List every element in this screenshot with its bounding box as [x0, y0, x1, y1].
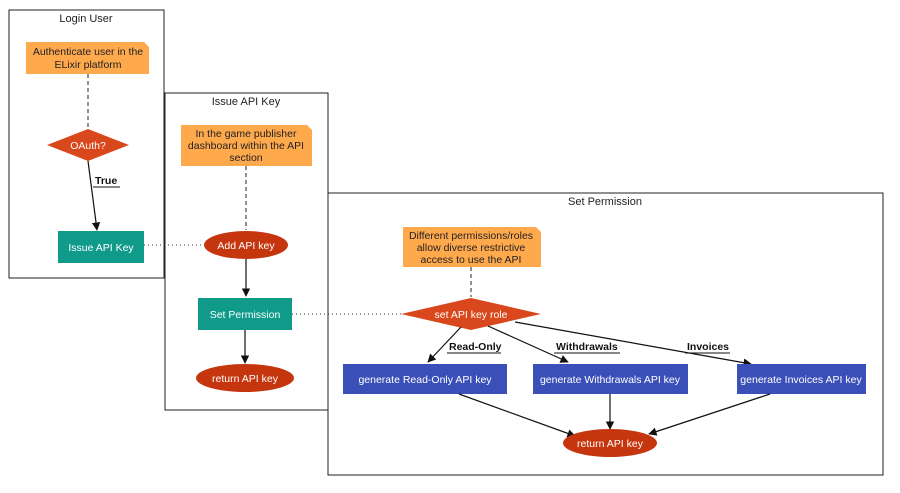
box-generate-readonly-api-key: generate Read-Only API key — [343, 364, 507, 394]
box-set-permission: Set Permission — [198, 298, 292, 330]
box-issue-api-key: Issue API Key — [58, 231, 144, 263]
note-authenticate-line-1: Authenticate user in the — [33, 46, 143, 58]
ellipse-add-api-key-label: Add API key — [217, 240, 275, 252]
box-set-permission-label: Set Permission — [210, 309, 281, 321]
edge-label-readonly: Read-Only — [449, 341, 502, 353]
decision-set-api-key-role-label: set API key role — [435, 309, 508, 321]
ellipse-add-api-key: Add API key — [204, 231, 288, 259]
box-generate-invoices-api-key-label: generate Invoices API key — [740, 374, 862, 386]
ellipse-return-api-key-issue: return API key — [196, 364, 294, 392]
panel-set-permission-title: Set Permission — [568, 196, 642, 208]
note-roles-line-1: Different permissions/roles — [409, 230, 533, 242]
note-dashboard-line-2: dashboard within the API — [188, 140, 304, 152]
note-authenticate: Authenticate user in the ELixir platform — [26, 42, 149, 74]
note-roles: Different permissions/roles allow divers… — [403, 227, 541, 267]
note-authenticate-line-2: ELixir platform — [54, 59, 121, 71]
note-dashboard-line-3: section — [229, 152, 262, 164]
edge-readonly-to-return — [458, 393, 576, 438]
panel-issue-api-key-title: Issue API Key — [212, 96, 281, 108]
box-generate-withdrawals-api-key-label: generate Withdrawals API key — [540, 374, 681, 386]
decision-set-api-key-role: set API key role — [401, 298, 541, 330]
box-generate-withdrawals-api-key: generate Withdrawals API key — [533, 364, 688, 394]
edge-role-readonly — [427, 326, 462, 363]
ellipse-return-api-key-issue-label: return API key — [212, 373, 279, 385]
box-generate-invoices-api-key: generate Invoices API key — [737, 364, 866, 394]
ellipse-return-api-key-permission-label: return API key — [577, 438, 644, 450]
edge-invoices-to-return — [648, 393, 771, 436]
note-dashboard-line-1: In the game publisher — [196, 128, 297, 140]
box-issue-api-key-label: Issue API Key — [68, 242, 134, 254]
panel-login-user-title: Login User — [59, 13, 113, 25]
edge-label-invoices: Invoices — [687, 341, 729, 353]
box-generate-readonly-api-key-label: generate Read-Only API key — [358, 374, 492, 386]
decision-oauth-label: OAuth? — [70, 140, 106, 152]
ellipse-return-api-key-permission: return API key — [563, 429, 657, 457]
edge-role-withdrawals — [487, 325, 569, 363]
note-roles-line-3: access to use the API — [421, 254, 522, 266]
edge-label-withdrawals: Withdrawals — [556, 341, 618, 353]
edge-label-true: True — [95, 175, 117, 187]
edge-oauth-true — [87, 160, 101, 231]
note-roles-line-2: allow diverse restrictive — [417, 242, 526, 254]
decision-oauth: OAuth? — [47, 129, 129, 161]
note-dashboard: In the game publisher dashboard within t… — [181, 125, 312, 166]
edge-role-invoices — [514, 321, 752, 367]
